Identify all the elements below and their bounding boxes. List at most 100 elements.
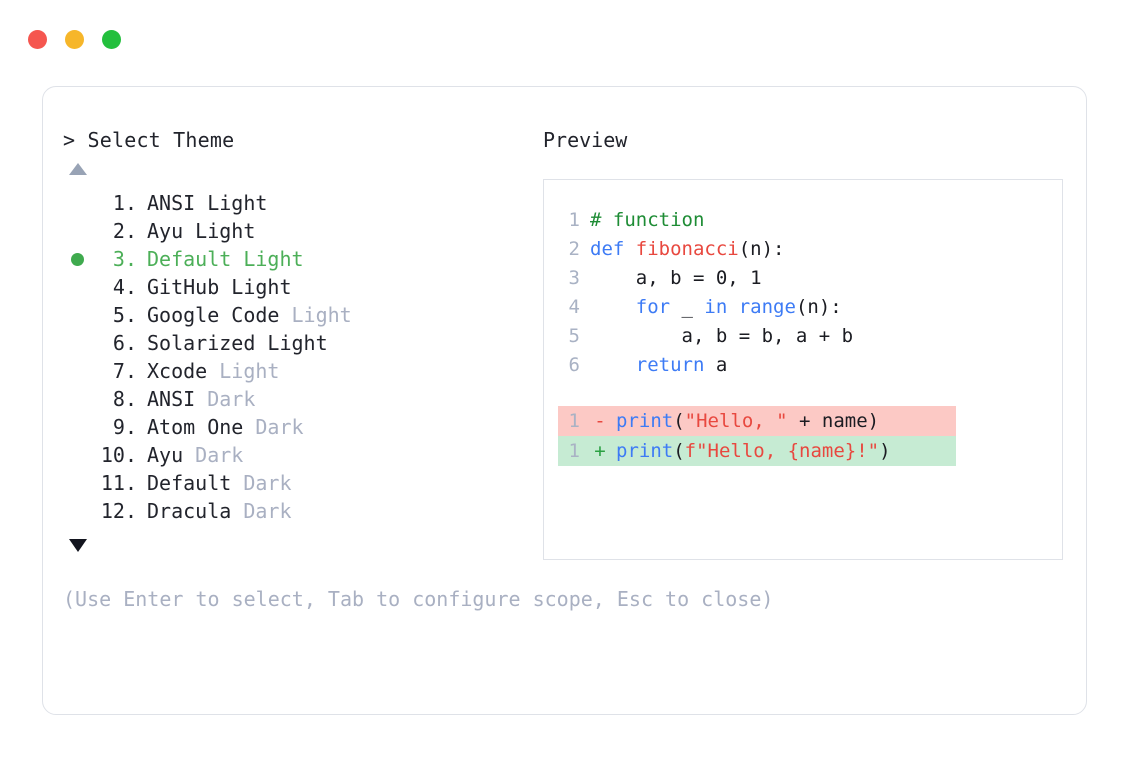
diff-token-plain: (	[673, 410, 685, 432]
code-line: 4 for _ in range(n):	[558, 293, 1062, 322]
theme-item-variant: Light	[279, 303, 352, 327]
theme-item-name: ANSI	[147, 387, 196, 411]
window-traffic-lights	[28, 30, 121, 49]
theme-item-name: ANSI Light	[147, 191, 268, 215]
theme-item-variant: Dark	[231, 499, 292, 523]
preview-title: Preview	[543, 128, 628, 152]
diff-line-number: 1	[568, 440, 580, 462]
diff-token-keyword: print	[616, 440, 674, 462]
selection-indicator	[63, 252, 91, 266]
diff-token-plain: )	[879, 440, 891, 462]
theme-list-item[interactable]: 11. Default Dark	[63, 469, 533, 497]
code-line: 2 def fibonacci(n):	[558, 235, 1062, 264]
code-token-keyword: for	[635, 296, 671, 318]
maximize-dot[interactable]	[102, 30, 121, 49]
theme-item-variant: Dark	[231, 471, 292, 495]
theme-item-index: 4.	[112, 275, 137, 299]
diff-sample: 1-print("Hello, " + name)1+print(f"Hello…	[544, 406, 1062, 466]
code-token-plain	[590, 351, 636, 380]
theme-item-index: 12.	[100, 499, 137, 523]
diff-token-plain: + name)	[787, 410, 880, 432]
code-token-plain: (n):	[795, 296, 842, 318]
theme-list-item[interactable]: 1. ANSI Light	[63, 189, 533, 217]
theme-item-index: 2.	[112, 219, 137, 243]
code-line-number: 3	[568, 267, 580, 289]
code-token-keyword: return	[635, 354, 705, 376]
theme-list-item[interactable]: 8. ANSI Dark	[63, 385, 533, 413]
theme-item-index: 7.	[112, 359, 137, 383]
theme-item-name: Default	[147, 471, 232, 495]
theme-item-variant: Dark	[183, 443, 244, 467]
theme-list-item[interactable]: 2. Ayu Light	[63, 217, 533, 245]
code-token-keyword: in range	[704, 296, 796, 318]
code-token-comment: # function	[590, 209, 705, 231]
theme-item-index: 5.	[112, 303, 137, 327]
triangle-down-icon[interactable]	[69, 539, 87, 552]
code-line: 3 a, b = 0, 1	[558, 264, 1062, 293]
theme-item-name: Google Code	[147, 303, 280, 327]
code-token-plain: _	[670, 296, 705, 318]
theme-item-name: Dracula	[147, 499, 232, 523]
code-line-number: 6	[568, 354, 580, 376]
diff-marker: +	[594, 440, 606, 462]
selected-bullet-icon	[70, 252, 84, 266]
theme-list-item[interactable]: 10. Ayu Dark	[63, 441, 533, 469]
code-line-number: 4	[568, 296, 580, 318]
triangle-up-icon[interactable]	[69, 163, 87, 175]
minimize-dot[interactable]	[65, 30, 84, 49]
code-line: 5 a, b = b, a + b	[558, 322, 1062, 351]
theme-list-item[interactable]: 7.Xcode Light	[63, 357, 533, 385]
theme-list-item[interactable]: 5. Google Code Light	[63, 301, 533, 329]
code-line-number: 2	[568, 238, 580, 260]
theme-item-name: Ayu	[147, 443, 184, 467]
code-token-plain: (n):	[738, 238, 785, 260]
theme-item-index: 8.	[112, 387, 137, 411]
theme-item-name: Default Light	[147, 247, 304, 271]
theme-item-name: Atom One	[147, 415, 244, 439]
theme-item-variant: Dark	[195, 387, 256, 411]
code-token-plain: a	[704, 354, 728, 376]
theme-item-index: 10.	[100, 443, 137, 467]
theme-item-variant: Dark	[243, 415, 304, 439]
prompt-label: > Select Theme	[63, 128, 235, 152]
code-line-number: 1	[568, 209, 580, 231]
diff-token-plain: (	[673, 440, 685, 462]
theme-item-index: 9.	[112, 415, 137, 439]
theme-item-index: 11.	[100, 471, 137, 495]
code-token-plain: a, b = 0, 1	[590, 267, 762, 289]
theme-list-item[interactable]: 6. Solarized Light	[63, 329, 533, 357]
code-line-number: 5	[568, 325, 580, 347]
code-token-plain	[590, 293, 636, 322]
code-token-func: fibonacci	[635, 238, 739, 260]
diff-token-string: "Hello, "	[684, 410, 788, 432]
theme-item-index: 1.	[112, 191, 137, 215]
theme-list-item[interactable]: 9. Atom One Dark	[63, 413, 533, 441]
diff-line-del: 1-print("Hello, " + name)	[558, 406, 956, 436]
code-line: 6 return a	[558, 351, 1062, 380]
theme-list-item[interactable]: 3. Default Light	[63, 245, 533, 273]
theme-list-item[interactable]: 12. Dracula Dark	[63, 497, 533, 525]
diff-line-add: 1 + print(f"Hello, {name}!")	[558, 436, 956, 466]
code-token-keyword: def	[590, 238, 636, 260]
diff-marker: -	[594, 410, 606, 432]
diff-token-string: f"Hello, {name}!"	[684, 440, 880, 462]
code-token-plain: a, b = b, a + b	[590, 325, 854, 347]
diff-line-number: 1	[568, 410, 580, 432]
theme-item-index: 6.	[112, 331, 137, 355]
theme-item-name: Ayu Light	[147, 219, 256, 243]
theme-item-variant: Light	[207, 359, 280, 383]
theme-item-name: GitHub Light	[147, 275, 292, 299]
theme-item-index: 3.	[112, 247, 137, 271]
code-line: 1 # function	[558, 206, 1062, 235]
close-dot[interactable]	[28, 30, 47, 49]
diff-token-keyword: print	[616, 410, 674, 432]
theme-list-item[interactable]: 4. GitHub Light	[63, 273, 533, 301]
help-text: (Use Enter to select, Tab to configure s…	[63, 587, 774, 611]
theme-item-name: Solarized Light	[147, 331, 328, 355]
